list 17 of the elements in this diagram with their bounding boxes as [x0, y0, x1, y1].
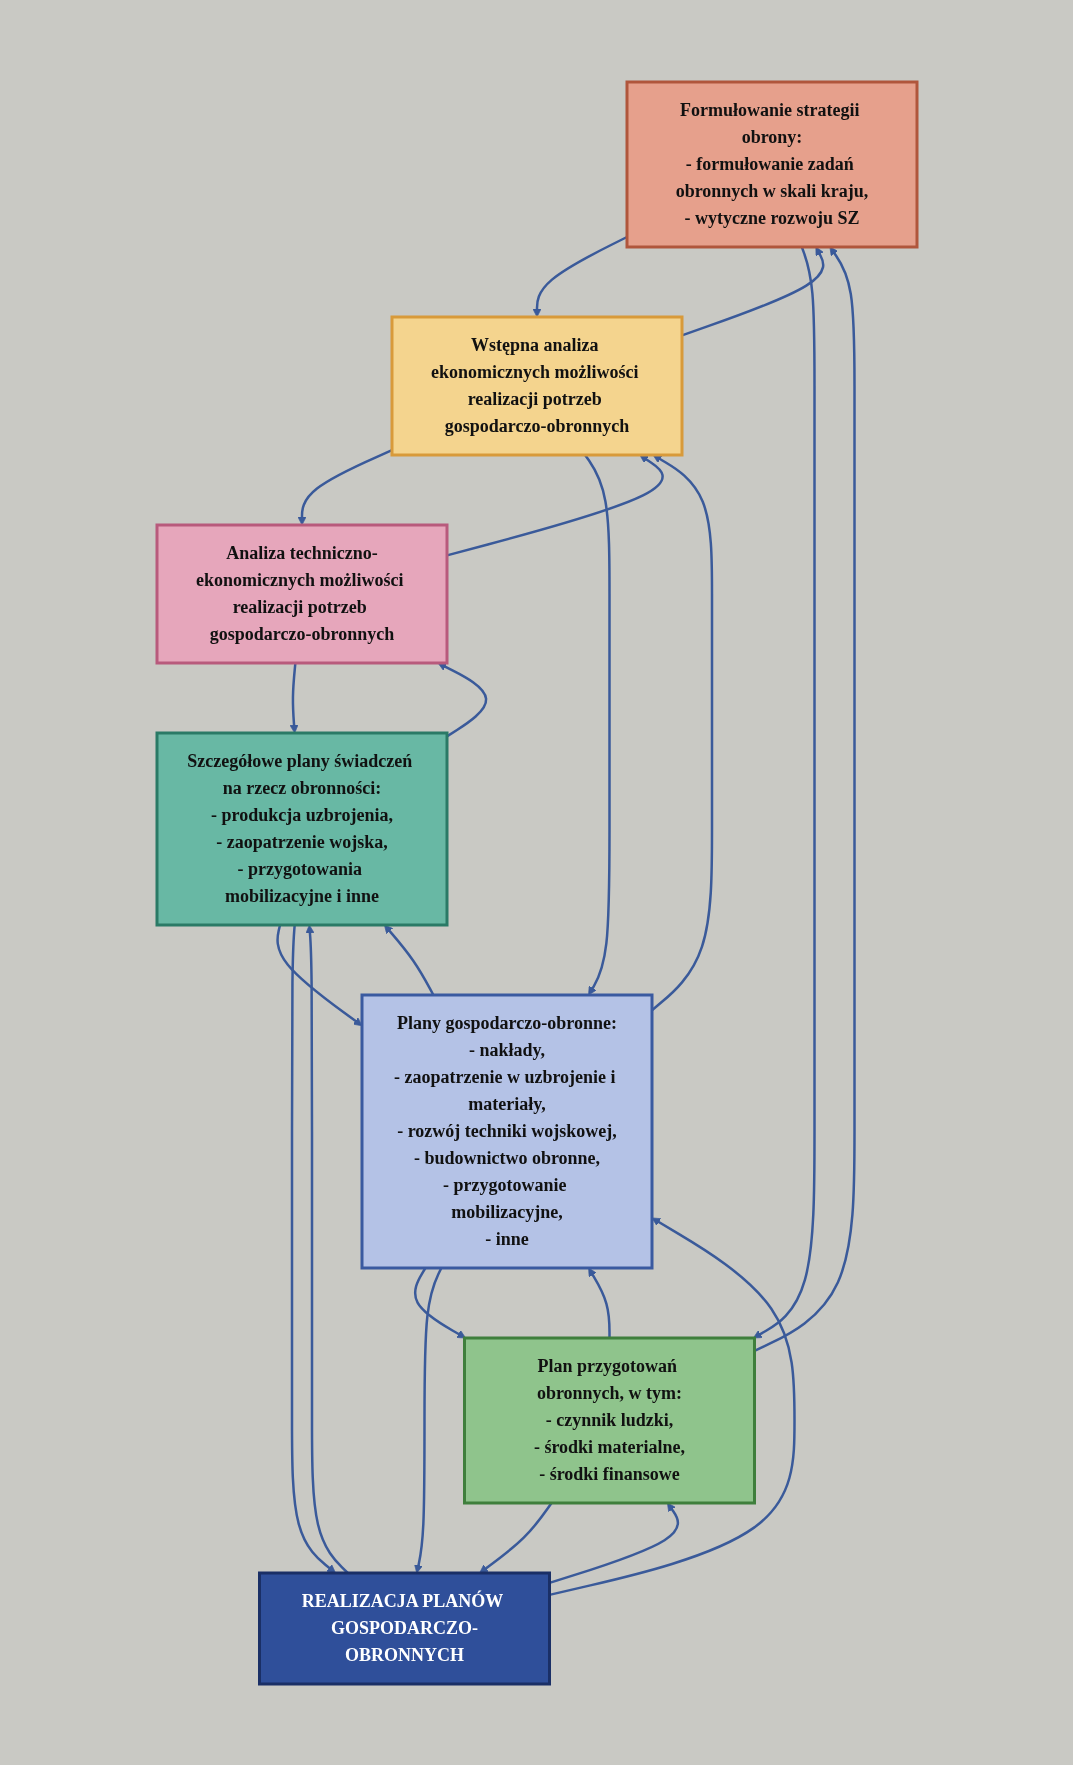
arrow — [446, 454, 664, 557]
node-box: REALIZACJA PLANÓW GOSPODARCZO-OBRONNYCH — [257, 1571, 551, 1685]
node-box: Plan przygotowań obronnych, w tym: - czynnik ludzki, - środki materialne, - środki finansowe — [462, 1336, 756, 1504]
arrow — [681, 246, 824, 336]
node-box: Szczegółowe plany świadczeń na rzecz obronności: - produkcja uzbrojenia, - zaopatrzenie wojska, - przygotowania mobilizacyjne i inne — [155, 731, 448, 926]
arrow — [290, 924, 336, 1573]
arrow — [437, 662, 487, 737]
node-box: Plany gospodarczo-obronne: - nakłady, - zaopatrzenie w uzbrojenie i materiały, - rozwój techniki wojskowej, - budownictwo obronne, - przygotowanie mobilizacyjne, - inne — [360, 993, 653, 1269]
arrow — [587, 1267, 611, 1338]
arrow — [752, 246, 816, 1338]
node-box: Wstępna analiza ekonomicznych możliwości realizacji potrzeb gospodarczo-obronnych — [390, 315, 683, 456]
node-box: Analiza techniczno-ekonomicznych możliwości realizacji potrzeb gospodarczo-obronnych — [155, 523, 448, 664]
arrow — [753, 246, 856, 1352]
arrow — [275, 924, 362, 1026]
node-box: Formułowanie strategii obrony: - formułowanie zadań obronnych w skali kraju, - wytyczne rozwoju SZ — [625, 80, 918, 248]
arrow — [297, 448, 392, 525]
arrow — [289, 662, 298, 733]
